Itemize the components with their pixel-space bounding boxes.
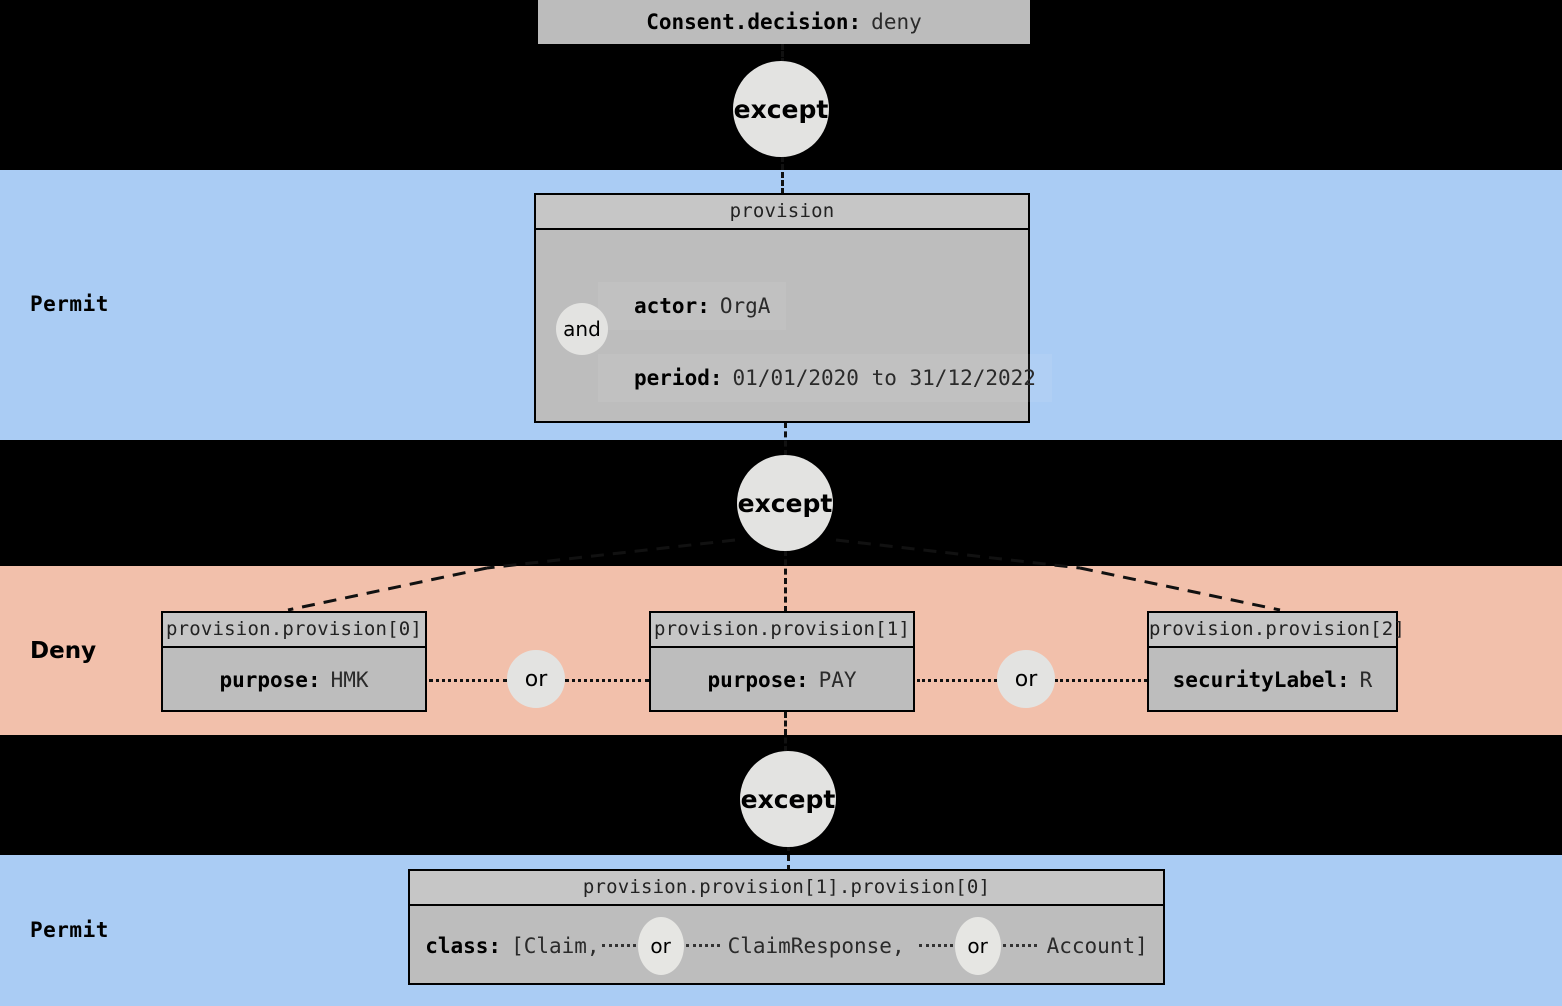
connector-except2-to-provision1: [784, 550, 787, 612]
provision-2-securitylabel-value: R: [1359, 668, 1373, 692]
class-or-connector-2a: [918, 944, 953, 947]
node-provision[interactable]: provision actor: OrgA period: 01/01/2020…: [534, 193, 1052, 423]
provision-1-purpose-key: purpose:: [707, 668, 809, 692]
provision-actor-key: actor:: [634, 294, 710, 318]
connector-provision1-to-except3: [784, 712, 787, 752]
node-provision-1-0[interactable]: provision.provision[1].provision[0] clas…: [408, 869, 1165, 985]
provision-1-purpose-value: PAY: [818, 668, 857, 692]
provision-field-actor: actor: OrgA: [598, 282, 787, 330]
class-or-connector-1b: [685, 944, 720, 947]
class-value-account: Account]: [1046, 933, 1148, 958]
operator-except-1[interactable]: except: [733, 61, 829, 157]
class-key: class:: [425, 933, 502, 958]
node-provision-header: provision: [536, 195, 1028, 230]
operator-except-3[interactable]: except: [740, 751, 836, 847]
node-provision-1[interactable]: provision.provision[1] purpose: PAY: [649, 611, 915, 712]
class-or-connector-1a: [601, 944, 636, 947]
provision-1-field-purpose: purpose: PAY: [651, 648, 913, 712]
node-provision-2[interactable]: provision.provision[2] securityLabel: R: [1147, 611, 1405, 712]
operator-except-2[interactable]: except: [737, 455, 833, 551]
consent-decision-row: Consent.decision: deny: [538, 0, 1030, 44]
connector-provision-to-except2: [784, 422, 787, 456]
node-consent-decision[interactable]: Consent.decision: deny: [538, 0, 1030, 44]
provision-period-key: period:: [634, 366, 723, 390]
provision-2-field-securitylabel: securityLabel: R: [1149, 648, 1396, 712]
operator-or-1[interactable]: or: [507, 650, 565, 708]
node-provision-0[interactable]: provision.provision[0] purpose: HMK: [161, 611, 427, 712]
connector-root-to-except1: [781, 44, 784, 64]
connector-except1-to-provision: [781, 156, 784, 194]
node-provision-1-0-header: provision.provision[1].provision[0]: [410, 871, 1163, 906]
provision-0-purpose-value: HMK: [330, 668, 369, 692]
provision-period-value: 01/01/2020 to 31/12/2022: [732, 366, 1036, 390]
node-provision-0-header: provision.provision[0]: [163, 613, 425, 648]
band-label-permit-top: Permit: [30, 292, 109, 316]
band-label-deny: Deny: [30, 638, 97, 664]
provision-actor-value: OrgA: [719, 294, 771, 318]
operator-and[interactable]: and: [556, 303, 608, 355]
consent-decision-key: Consent.decision:: [646, 10, 862, 34]
or-connector-right-in: [917, 679, 997, 682]
class-or-connector-2b: [1002, 944, 1037, 947]
provision-0-purpose-key: purpose:: [219, 668, 321, 692]
provision-field-period: period: 01/01/2020 to 31/12/2022: [598, 354, 1052, 402]
connector-except3-to-provision10: [787, 845, 790, 871]
class-value-claimresponse: ClaimResponse,: [727, 933, 905, 958]
or-connector-right-out: [1055, 679, 1147, 682]
band-label-permit-bottom: Permit: [30, 918, 109, 942]
or-connector-left-out: [565, 679, 649, 682]
class-operator-or-1[interactable]: or: [637, 916, 684, 975]
class-operator-or-2[interactable]: or: [954, 916, 1001, 975]
node-provision-1-0-body: class: [Claim, or ClaimResponse, or Acco…: [410, 906, 1163, 985]
operator-or-2[interactable]: or: [997, 650, 1055, 708]
class-field-row: class: [Claim, or ClaimResponse, or Acco…: [425, 916, 1148, 975]
node-provision-1-header: provision.provision[1]: [651, 613, 913, 648]
consent-decision-value: deny: [871, 10, 922, 34]
class-value-claim: [Claim,: [511, 933, 600, 958]
node-provision-2-header: provision.provision[2]: [1149, 613, 1405, 648]
node-provision-body: actor: OrgA period: 01/01/2020 to 31/12/…: [536, 230, 1052, 423]
provision-0-field-purpose: purpose: HMK: [163, 648, 425, 712]
provision-2-securitylabel-key: securityLabel:: [1172, 668, 1350, 692]
or-connector-left-in: [429, 679, 507, 682]
